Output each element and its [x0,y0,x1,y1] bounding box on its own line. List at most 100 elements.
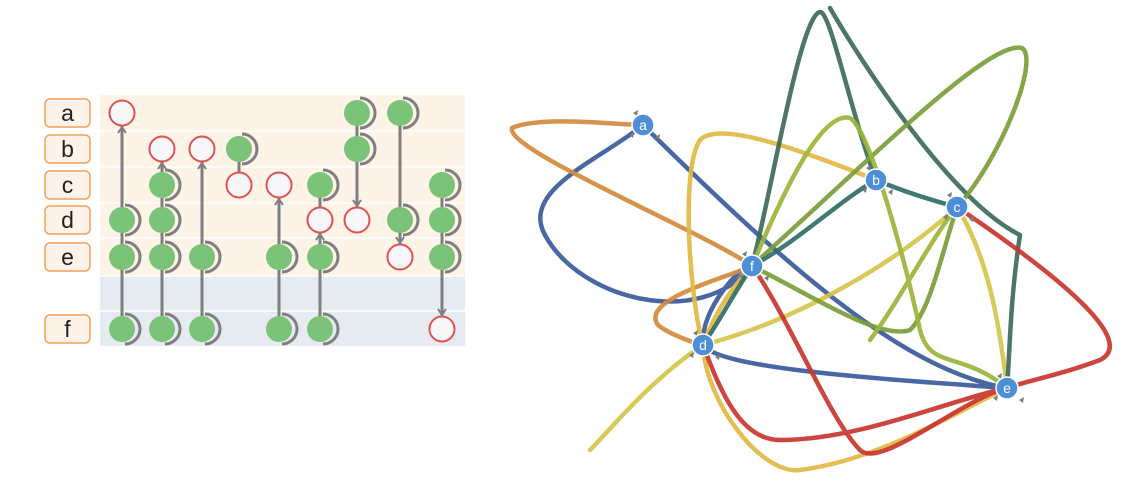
node-bracket [124,203,142,237]
filled-node [344,136,370,162]
open-node [225,171,253,199]
node-bracket [444,168,462,202]
graph-node-c: c [943,192,974,222]
matrix-column [428,168,462,343]
graph-node-label: e [1003,380,1011,396]
graph-node-label: b [872,172,880,188]
filled-node [307,172,333,198]
filled-node [387,207,413,233]
filled-node [149,244,175,270]
graph-node-circle [631,113,655,137]
filled-node [149,172,175,198]
row-label-a: a [44,98,91,128]
hyperedge-curve [749,115,1010,391]
edge-arrowhead [655,134,660,140]
column-arrowhead [352,199,362,208]
edge-arrowhead [888,189,893,195]
open-node [306,206,334,234]
filled-node [266,244,292,270]
edge-arrowhead [862,187,867,193]
column-arrowhead [437,308,447,317]
row-label-c: c [44,170,91,200]
edge-arrowhead [997,373,1002,379]
filled-node [266,316,292,342]
filled-node [189,244,215,270]
node-bracket [402,96,420,130]
row-label-text: c [62,172,74,198]
node-bracket [322,312,340,346]
row-label-text: e [61,244,74,270]
filled-node [109,316,135,342]
matrix-column [188,135,222,346]
open-node [265,171,293,199]
open-node [428,315,456,343]
filled-node [109,244,135,270]
row-label-text: d [61,207,74,233]
filled-node [429,207,455,233]
graph-node-circle [740,254,764,278]
filled-node [149,207,175,233]
open-node [108,99,136,127]
graph-node-d: d [689,330,720,360]
matrix-column [306,168,340,346]
node-bracket [281,312,299,346]
graph-node-label: c [954,199,961,215]
open-node [188,135,216,163]
filled-node [307,244,333,270]
column-arrowhead [197,161,207,170]
node-bracket [124,240,142,274]
edge-arrowhead [693,330,698,336]
node-bracket [204,240,222,274]
node-bracket [359,96,377,130]
node-bracket [164,312,182,346]
node-bracket [204,312,222,346]
edge-arrowhead [993,395,998,401]
column-arrowhead [315,232,325,241]
node-bracket [281,240,299,274]
edge-arrowhead [633,110,638,116]
graph-node-circle [945,195,969,219]
graph-node-label: d [699,337,707,353]
edge-arrowhead [742,251,747,257]
graph-node-b: b [862,165,893,195]
matrix-column [225,132,259,199]
hyperedge-curve [538,122,1010,391]
edge-arrowhead [715,354,720,360]
node-bracket [322,168,340,202]
matrix-column [265,171,299,346]
open-node [148,135,176,163]
row-label-text: a [61,100,74,126]
node-bracket [241,132,259,166]
node-bracket [322,240,340,274]
graph-node-a: a [629,110,660,140]
graph-node-circle [691,333,715,357]
node-bracket [444,203,462,237]
node-bracket [164,240,182,274]
node-bracket [359,132,377,166]
filled-node [149,316,175,342]
node-bracket [164,203,182,237]
filled-node [226,136,252,162]
graph-node-circle [864,168,888,192]
graph-node-e: e [993,373,1024,403]
row-label-b: b [44,134,91,164]
edge-arrowhead [969,216,974,222]
edge-arrowhead [689,352,694,358]
filled-node [307,316,333,342]
matrix-column [386,96,420,271]
edge-arrowhead [629,132,634,138]
filled-node [429,172,455,198]
filled-node [344,100,370,126]
edge-arrowhead [947,192,952,198]
node-bracket [124,312,142,346]
column-arrowhead [117,125,127,134]
row-label-d: d [44,205,91,235]
row-label-e: e [44,242,91,272]
node-bracket [402,203,420,237]
open-node [386,243,414,271]
edge-arrowhead [943,214,948,220]
edge-arrowhead [866,165,871,171]
filled-node [429,244,455,270]
